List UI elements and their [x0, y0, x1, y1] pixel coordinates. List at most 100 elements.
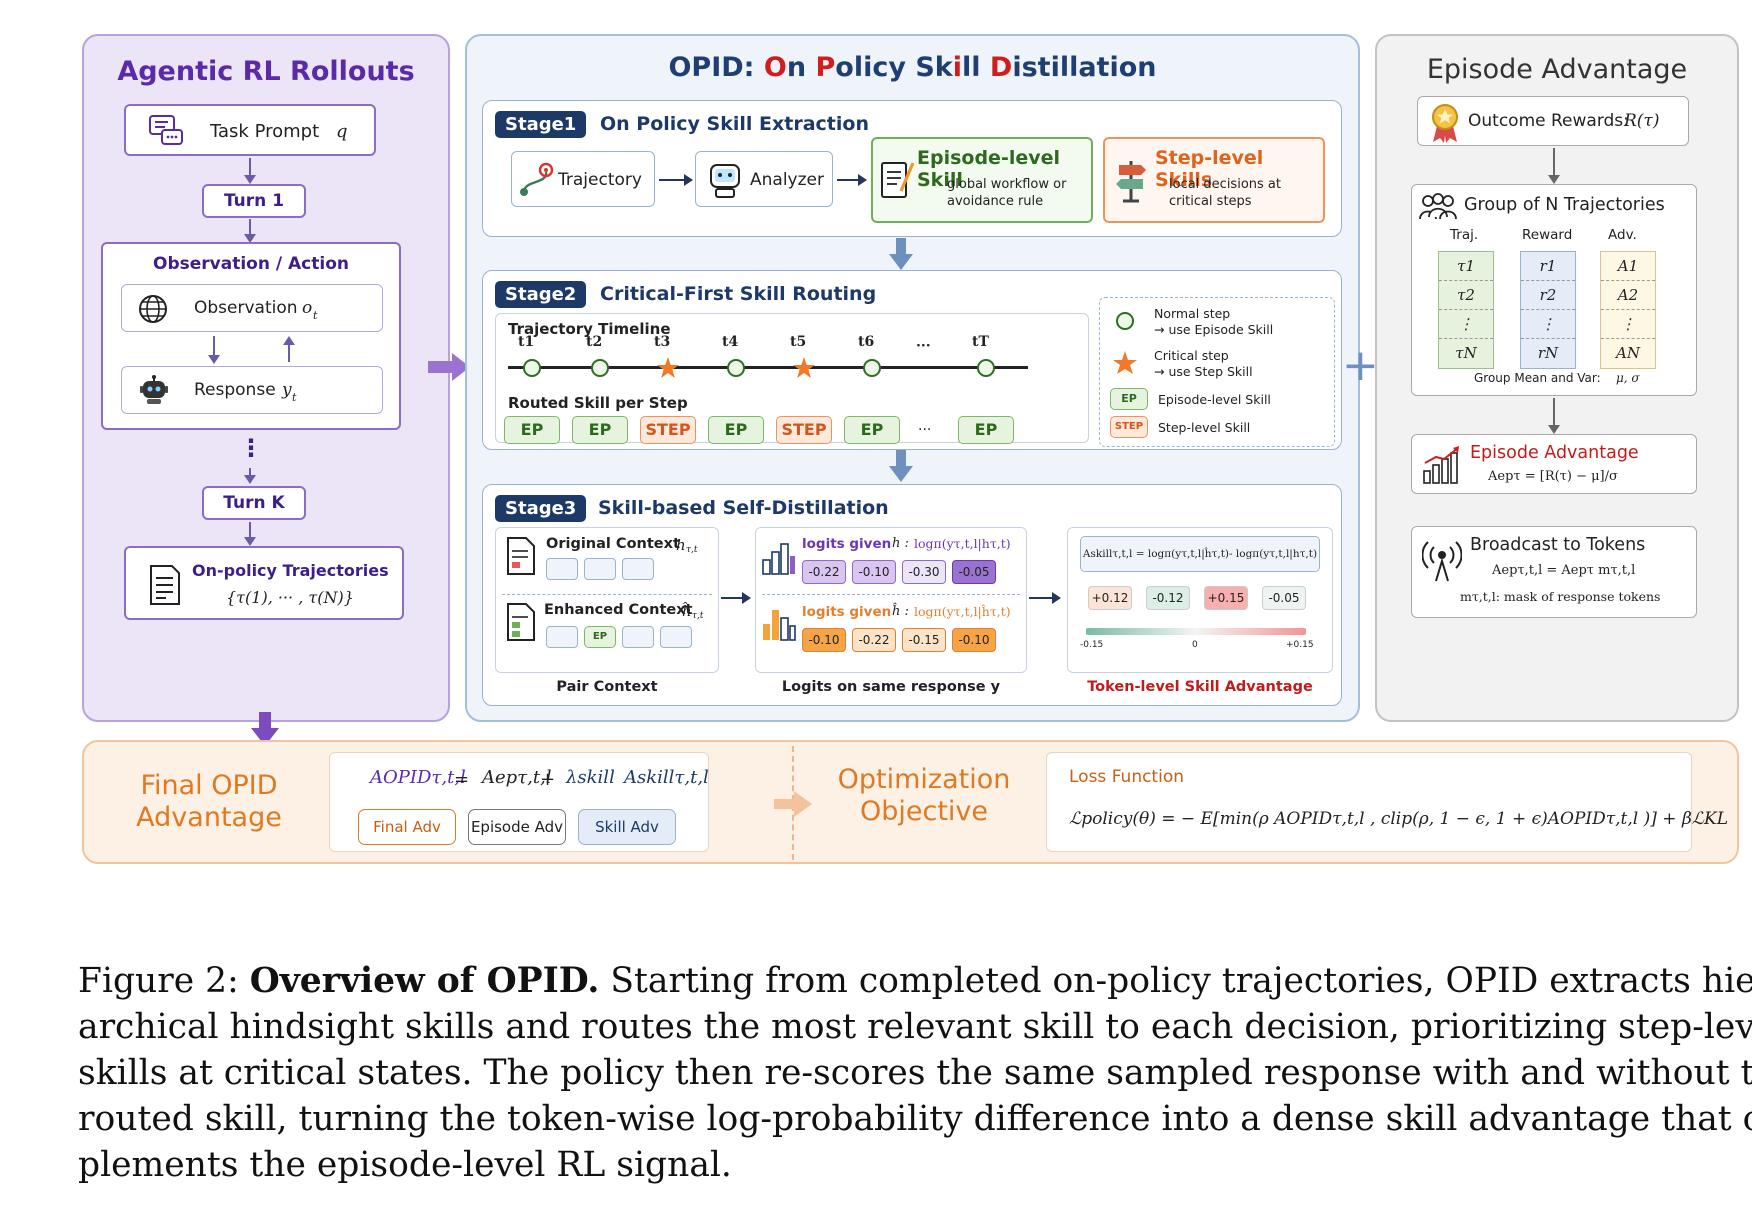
- final-opid-title: Final OPID Advantage: [110, 770, 308, 834]
- token-slot: [546, 626, 578, 648]
- caption-line: Figure 2: Overview of OPID. Starting fro…: [78, 958, 1752, 1004]
- mask-desc: mτ,t,l: mask of response tokens: [1460, 589, 1661, 604]
- turn1-box: Turn 1: [202, 184, 306, 218]
- timeline-tick-label: t1: [518, 334, 535, 350]
- optimization-title: Optimization Objective: [824, 764, 1024, 828]
- arrow-logits-to-adv: [1029, 592, 1061, 604]
- task-prompt-var: q: [336, 121, 348, 142]
- caption-line5: plements the episode-level RL signal.: [78, 1145, 732, 1185]
- left-to-bottom-arrow: [251, 712, 279, 746]
- left-to-mid-arrow: [428, 353, 470, 381]
- title-part: i: [952, 52, 962, 83]
- adv-cell: ⋮: [1601, 310, 1655, 339]
- plus-sign: +: [1342, 340, 1379, 391]
- observation-sub: t: [313, 309, 318, 322]
- original-doc-icon: [507, 537, 535, 575]
- episode-adv-title: Episode Advantage: [1470, 443, 1639, 463]
- arrow-pair-to-logits: [721, 592, 751, 604]
- enhanced-doc-icon: [507, 603, 535, 641]
- scale-max: +0.15: [1286, 640, 1314, 650]
- timeline-tick-label: t6: [858, 334, 875, 350]
- outcome-var: R(τ): [1624, 111, 1660, 131]
- logit-h-value: -0.05: [952, 560, 996, 584]
- reward-cell: ⋮: [1521, 310, 1575, 339]
- col-reward: Reward: [1522, 227, 1573, 243]
- legend-step-label: Step-level Skill: [1158, 420, 1251, 435]
- arrow-analyzer-to-skill: [837, 174, 867, 186]
- col-traj: Traj.: [1450, 227, 1479, 243]
- stage2-box: Stage2 Critical-First Skill Routing Traj…: [482, 270, 1342, 450]
- arrow-turn1-to-obs: [244, 219, 256, 243]
- chat-icon: [149, 115, 183, 145]
- right-panel-title: Episode Advantage: [1426, 54, 1688, 85]
- analyzer-label: Analyzer: [750, 170, 824, 190]
- enhanced-context-label: Enhanced Context: [544, 602, 693, 618]
- scale-min: -0.15: [1080, 640, 1104, 650]
- formula-skill: Askillτ,t,l: [624, 767, 709, 788]
- routed-step-chip: STEP: [776, 416, 832, 444]
- mid-panel-title: OPID: On Policy Skill Distillation: [467, 52, 1358, 83]
- timeline-tick-label: t4: [722, 334, 739, 350]
- logits-box: logits given h : logπ(yτ,t,l|hτ,t) -0.22…: [755, 527, 1027, 673]
- skill-adv-button[interactable]: Skill Adv: [578, 809, 676, 845]
- orange-bars-icon: [763, 610, 796, 641]
- onpolicy-trajectories-box: On-policy Trajectories {τ(1), ··· , τ(N)…: [124, 546, 404, 620]
- stage1-badge: Stage1: [495, 111, 587, 138]
- broadcast-title: Broadcast to Tokens: [1470, 535, 1646, 555]
- reward-column: r1 r2 ⋮ rN: [1520, 251, 1576, 369]
- logits-hh-var: ĥ :: [892, 604, 909, 619]
- traj-cell: τ2: [1439, 281, 1493, 310]
- logits-same-label: Logits on same response y: [781, 679, 1001, 695]
- timeline-tick-label: t3: [654, 334, 671, 350]
- left-panel-title: Agentic RL Rollouts: [117, 56, 415, 87]
- opid-panel: OPID: On Policy Skill Distillation Stage…: [465, 34, 1360, 722]
- arrow-turnk-to-traj: [244, 522, 256, 546]
- routed-step-chip: STEP: [640, 416, 696, 444]
- opt-title-line2: Objective: [859, 796, 989, 827]
- logits-divider: [762, 594, 1020, 595]
- response-var: y: [282, 380, 292, 400]
- turnk-box: Turn K: [202, 486, 306, 520]
- logits-hh-formula: logπ(yτ,t,l|ĥτ,t): [914, 604, 1011, 619]
- routed-dots: ···: [918, 422, 932, 438]
- episode-adv-formula: Aepτ = [R(τ) − μ]/σ: [1488, 469, 1618, 484]
- episode-level-skill-box: Episode-level Skill global workflow or a…: [871, 137, 1093, 223]
- stage3-box: Stage3 Skill-based Self-Distillation Ori…: [482, 484, 1342, 706]
- adv-cell: AN: [1616, 344, 1640, 362]
- traj-cell: ⋮: [1439, 310, 1493, 339]
- critical-step-star-icon: [793, 357, 815, 378]
- traj-column: τ1 τ2 ⋮ τN: [1438, 251, 1494, 369]
- caption-line4: routed skill, turning the token-wise log…: [78, 1099, 1752, 1139]
- logits-h-formula: logπ(yτ,t,l|hτ,t): [914, 536, 1011, 551]
- caption-bold: Overview of OPID.: [249, 961, 600, 1001]
- routed-label: Routed Skill per Step: [508, 394, 688, 412]
- enhanced-ep-chip: EP: [584, 626, 616, 648]
- routed-ep-chip: EP: [844, 416, 900, 444]
- opt-title-line1: Optimization: [837, 764, 1011, 795]
- routed-ep-chip: EP: [708, 416, 764, 444]
- title-part: olicy Sk: [835, 52, 953, 83]
- episode-adv-button[interactable]: Episode Adv: [468, 809, 566, 845]
- final-adv-button[interactable]: Final Adv: [358, 809, 456, 845]
- loss-title: Loss Function: [1069, 767, 1184, 787]
- token-advantage-box: Askillτ,t,l = logπ(yτ,t,l|ĥτ,t)- logπ(yτ…: [1067, 527, 1333, 673]
- title-part: istillation: [1012, 52, 1157, 83]
- pair-divider: [502, 594, 712, 595]
- timeline-tick-label: t2: [586, 334, 603, 350]
- advantage-value: +0.12: [1088, 586, 1132, 610]
- title-part: D: [989, 52, 1013, 83]
- traj-cell: τN: [1455, 344, 1477, 362]
- reward-cell: r1: [1521, 252, 1575, 281]
- title-part: O: [763, 52, 787, 83]
- final-title-line2: Advantage: [136, 802, 282, 833]
- timeline-tick-label: ···: [916, 338, 931, 354]
- advantage-formula-box: AOPIDτ,t,l = Aepτ,t,l + λskill Askillτ,t…: [329, 752, 709, 852]
- episode-skill-desc2: avoidance rule: [947, 194, 1044, 209]
- legend-critical-1: Critical step: [1154, 348, 1229, 363]
- logit-hh-value: -0.22: [852, 628, 896, 652]
- timeline-tick-label: tT: [972, 334, 989, 350]
- loss-function-box: Loss Function ℒpolicy(θ) = − E[min(ρ AOP…: [1046, 752, 1728, 852]
- step-skills-desc2: critical steps: [1169, 194, 1252, 209]
- stage1-box: Stage1 On Policy Skill Extraction Trajec…: [482, 100, 1342, 237]
- agentic-rl-rollouts-panel: Agentic RL Rollouts Task Prompt q Turn 1…: [82, 34, 450, 722]
